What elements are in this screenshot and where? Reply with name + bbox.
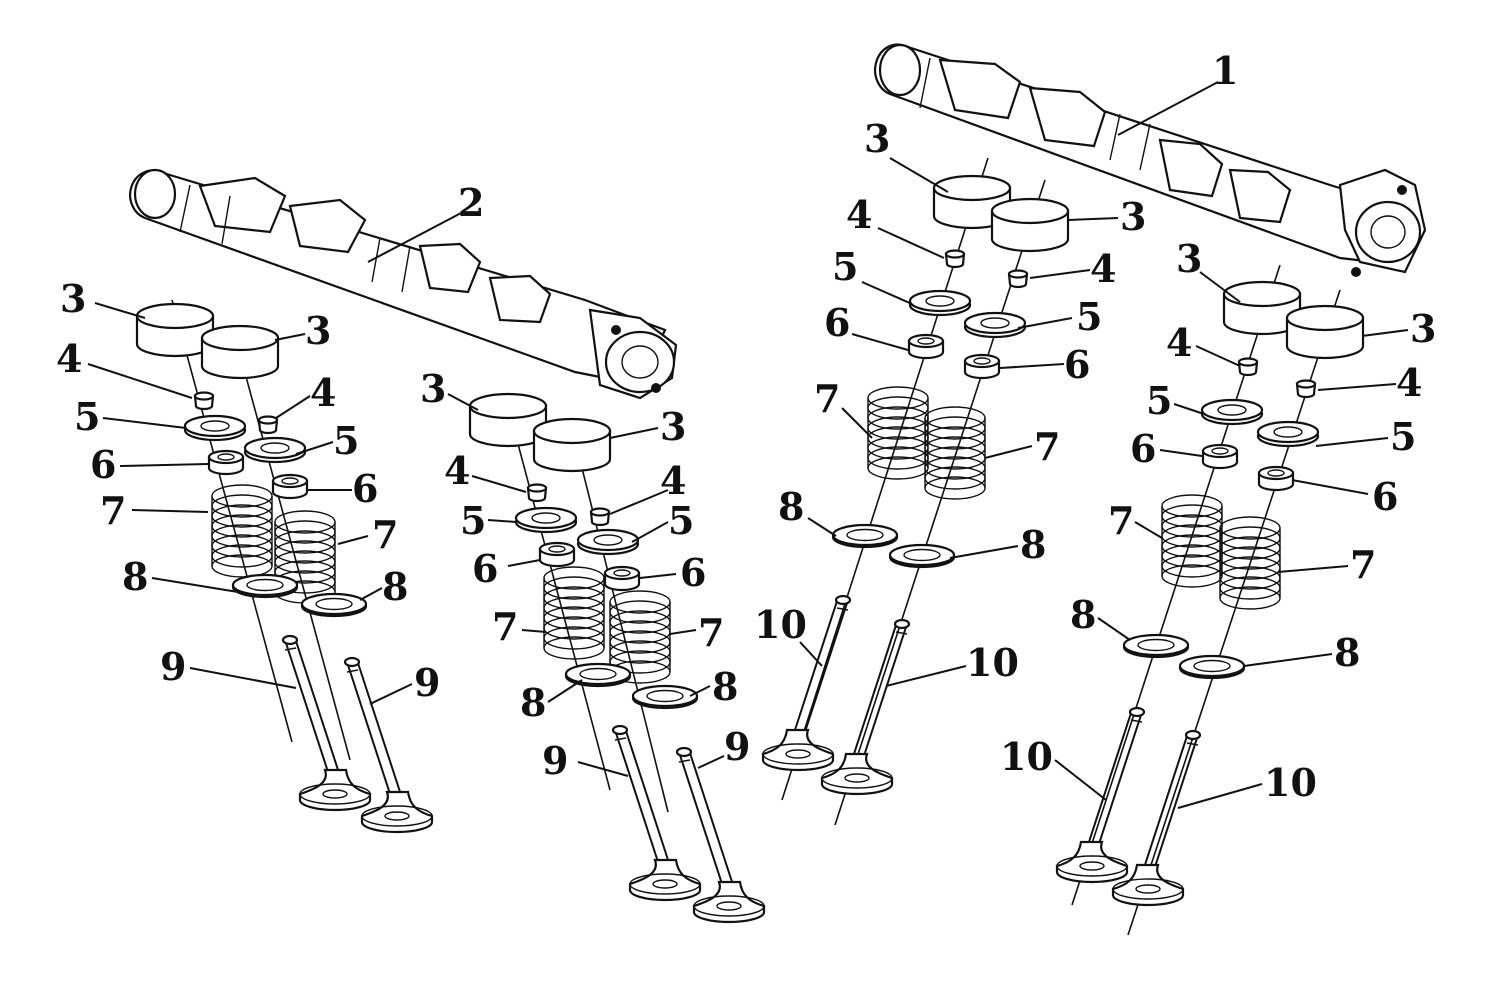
callout-7: 7	[100, 488, 126, 533]
callout-10: 10	[754, 602, 807, 647]
callout-6: 6	[1064, 342, 1090, 387]
callout-5: 5	[1146, 378, 1172, 423]
callout-10: 10	[1264, 760, 1317, 805]
callout-labels: 1 2 3 3 4 4 5 5 6 6 7 7 8 8 9 9 3 3 4 4 …	[56, 48, 1436, 805]
valve-stack-a	[135, 299, 434, 834]
callout-4: 4	[660, 458, 686, 503]
callout-8: 8	[382, 564, 408, 609]
callout-7: 7	[1350, 542, 1376, 587]
callout-10: 10	[1000, 734, 1053, 779]
callout-3: 3	[864, 116, 890, 161]
camshaft-2	[129, 168, 678, 400]
callout-6: 6	[1130, 426, 1156, 471]
callout-6: 6	[90, 442, 116, 487]
callout-10: 10	[966, 640, 1019, 685]
callout-3: 3	[420, 366, 446, 411]
callout-9: 9	[724, 724, 750, 769]
callout-5: 5	[668, 498, 694, 543]
callout-7: 7	[698, 610, 724, 655]
callout-1: 1	[1212, 48, 1238, 93]
callout-4: 4	[444, 448, 470, 493]
callout-3: 3	[60, 276, 86, 321]
callout-4: 4	[1090, 246, 1116, 291]
callout-3: 3	[660, 404, 686, 449]
callout-5: 5	[333, 418, 359, 463]
callout-8: 8	[1334, 630, 1360, 675]
valve-stack-c	[761, 157, 1070, 826]
callout-7: 7	[1034, 424, 1060, 469]
callout-7: 7	[372, 512, 398, 557]
callout-6: 6	[824, 300, 850, 345]
callout-7: 7	[1108, 498, 1134, 543]
callout-5: 5	[832, 244, 858, 289]
callout-8: 8	[778, 484, 804, 529]
callout-4: 4	[56, 336, 82, 381]
callout-7: 7	[814, 376, 840, 421]
callout-9: 9	[542, 738, 568, 783]
callout-6: 6	[680, 550, 706, 595]
callout-4: 4	[1166, 320, 1192, 365]
camshaft-1	[873, 43, 1427, 277]
callout-8: 8	[712, 664, 738, 709]
leader-lines	[87, 81, 1409, 809]
callout-8: 8	[1020, 522, 1046, 567]
callout-4: 4	[310, 370, 336, 415]
callout-3: 3	[1120, 194, 1146, 239]
callout-4: 4	[846, 192, 872, 237]
valve-stack-b	[468, 392, 766, 924]
callout-9: 9	[414, 660, 440, 705]
callout-4: 4	[1396, 360, 1422, 405]
callout-2: 2	[458, 180, 484, 225]
callout-6: 6	[472, 546, 498, 591]
callout-7: 7	[492, 604, 518, 649]
callout-9: 9	[160, 644, 186, 689]
callout-3: 3	[1410, 306, 1436, 351]
callout-8: 8	[1070, 592, 1096, 637]
callout-3: 3	[305, 308, 331, 353]
callout-6: 6	[1372, 474, 1398, 519]
callout-5: 5	[460, 498, 486, 543]
callout-5: 5	[1076, 294, 1102, 339]
callout-5: 5	[1390, 414, 1416, 459]
callout-5: 5	[74, 394, 100, 439]
valve-stack-d	[1055, 264, 1365, 936]
callout-8: 8	[520, 680, 546, 725]
callout-6: 6	[352, 466, 378, 511]
callout-3: 3	[1176, 236, 1202, 281]
callout-8: 8	[122, 554, 148, 599]
